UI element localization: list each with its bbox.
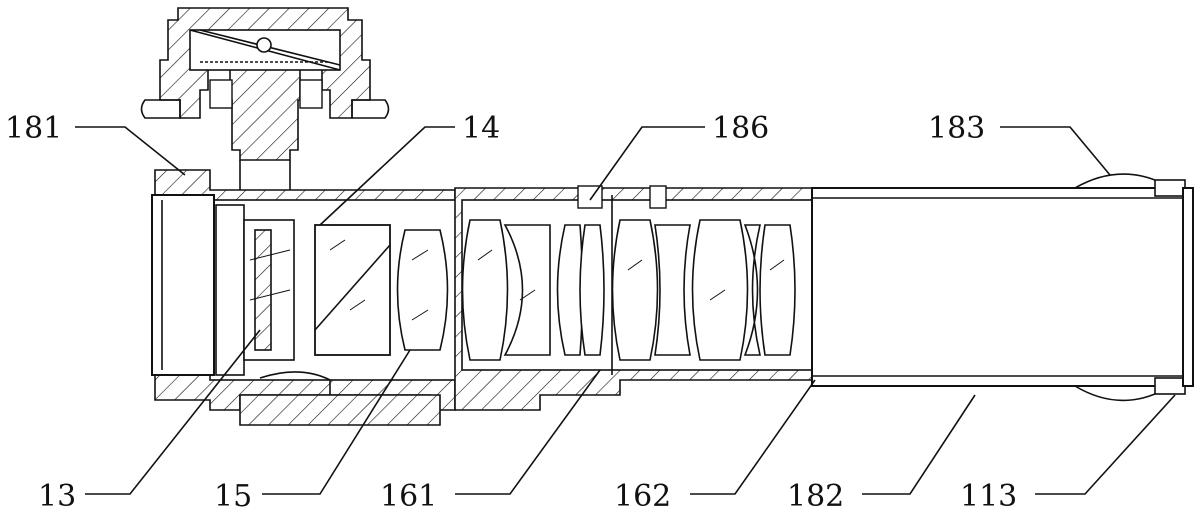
label-182: 182 bbox=[787, 479, 844, 514]
label-186: 186 bbox=[712, 111, 769, 146]
outer-tube bbox=[811, 173, 1194, 402]
lens-group-15 bbox=[396, 229, 449, 351]
top-mount-assembly bbox=[140, 7, 390, 190]
label-181: 181 bbox=[5, 111, 62, 146]
lens-group-13 bbox=[215, 204, 295, 376]
label-161: 161 bbox=[380, 479, 437, 514]
prism-14 bbox=[314, 224, 391, 356]
label-162: 162 bbox=[614, 479, 671, 514]
label-15: 15 bbox=[214, 479, 252, 514]
label-14: 14 bbox=[462, 111, 500, 146]
label-183: 183 bbox=[928, 111, 985, 146]
zoom-barrel bbox=[454, 185, 816, 411]
labels: 181 14 186 183 13 15 161 162 182 113 bbox=[5, 111, 1017, 514]
leader-lines bbox=[75, 126, 1176, 495]
label-113: 113 bbox=[960, 479, 1017, 514]
label-13: 13 bbox=[38, 479, 76, 514]
